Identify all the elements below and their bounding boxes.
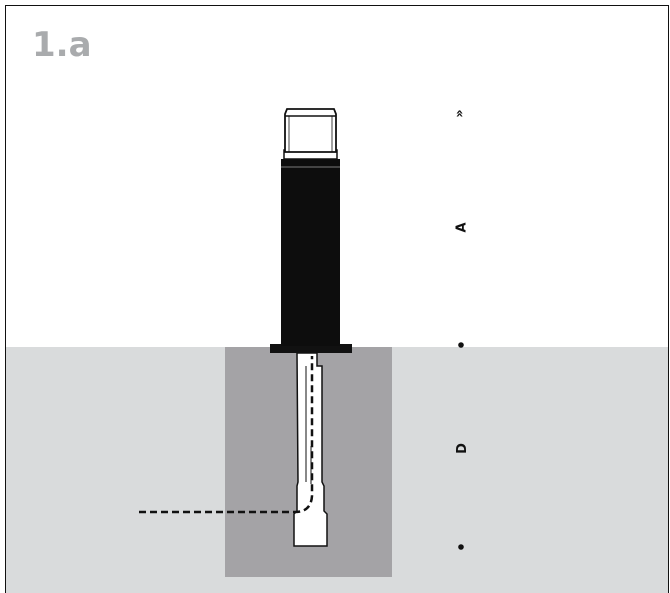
dimension-label-below-ground: D — [454, 443, 470, 454]
bollard-diagram — [139, 108, 464, 577]
figure-frame: 1.a » A D — [5, 5, 669, 593]
dimension-dot-bottom — [458, 544, 464, 550]
dimension-label-top: » — [452, 109, 468, 118]
figure-label: 1.a — [32, 25, 92, 65]
dimension-label-above-ground: A — [454, 222, 470, 233]
dimension-dot-ground — [458, 342, 464, 348]
base-flange — [270, 344, 352, 353]
top-cap — [284, 108, 337, 153]
dashed-cable — [139, 356, 314, 514]
bollard-body — [281, 159, 340, 346]
